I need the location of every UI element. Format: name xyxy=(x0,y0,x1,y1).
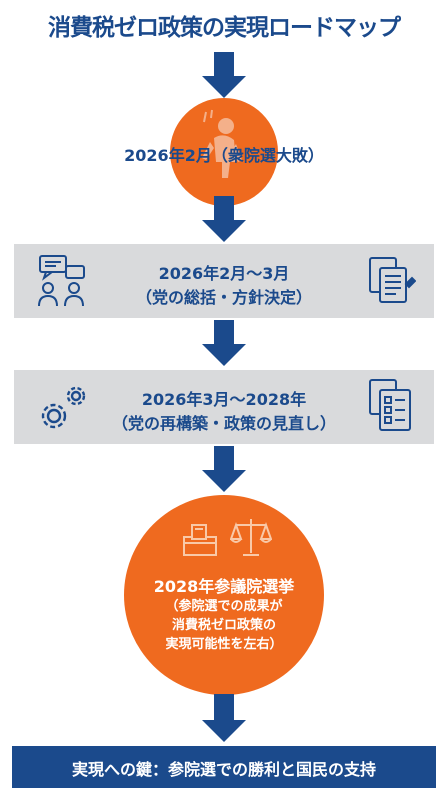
step-4-title: 2028年参議院選挙 xyxy=(153,577,295,596)
gears-icon xyxy=(41,386,86,429)
step-2-band: 2026年2月〜3月 （党の総括・方針決定） xyxy=(14,244,434,318)
step-4-desc-line-3: 実現可能性を左右） xyxy=(165,637,283,652)
flow-arrow-5 xyxy=(202,694,246,744)
flow-arrow-3 xyxy=(202,320,246,368)
step-1-circle xyxy=(170,98,278,206)
step-3-band: 2026年3月〜2028年 （党の再構築・政策の見直し） xyxy=(14,370,434,444)
step-2-date: 2026年2月〜3月 xyxy=(158,264,290,283)
step-4-desc-line-1: （参院選での成果が xyxy=(165,599,283,614)
downcast-person-icon xyxy=(202,109,242,178)
flow-arrow-1 xyxy=(202,52,246,98)
key-to-success-text: 実現への鍵：参院選での勝利と国民の支持 xyxy=(71,760,376,779)
flow-arrow-4 xyxy=(202,446,246,494)
step-3-desc: （党の再構築・政策の見直し） xyxy=(111,414,336,433)
key-to-success-banner: 実現への鍵：参院選での勝利と国民の支持 xyxy=(12,746,436,788)
documents-icon xyxy=(369,257,416,303)
page-title: 消費税ゼロ政策の実現ロードマップ xyxy=(48,15,401,41)
scales-icon xyxy=(230,519,272,556)
step-4-desc: （参院選での成果が 消費税ゼロ政策の 実現可能性を左右） xyxy=(124,597,324,654)
step-1-label: 2026年2月（衆院選大敗） xyxy=(124,146,324,165)
step-3-date: 2026年3月〜2028年 xyxy=(141,390,307,409)
step-4-desc-line-2: 消費税ゼロ政策の xyxy=(171,618,276,633)
ballot-box-icon xyxy=(183,524,217,556)
step-2-desc: （党の総括・方針決定） xyxy=(135,288,312,307)
checklist-document-icon xyxy=(369,379,411,431)
chat-people-icon xyxy=(38,255,85,307)
step-4-circle: 2028年参議院選挙 （参院選での成果が 消費税ゼロ政策の 実現可能性を左右） xyxy=(124,495,324,695)
flow-arrow-2 xyxy=(202,196,246,244)
